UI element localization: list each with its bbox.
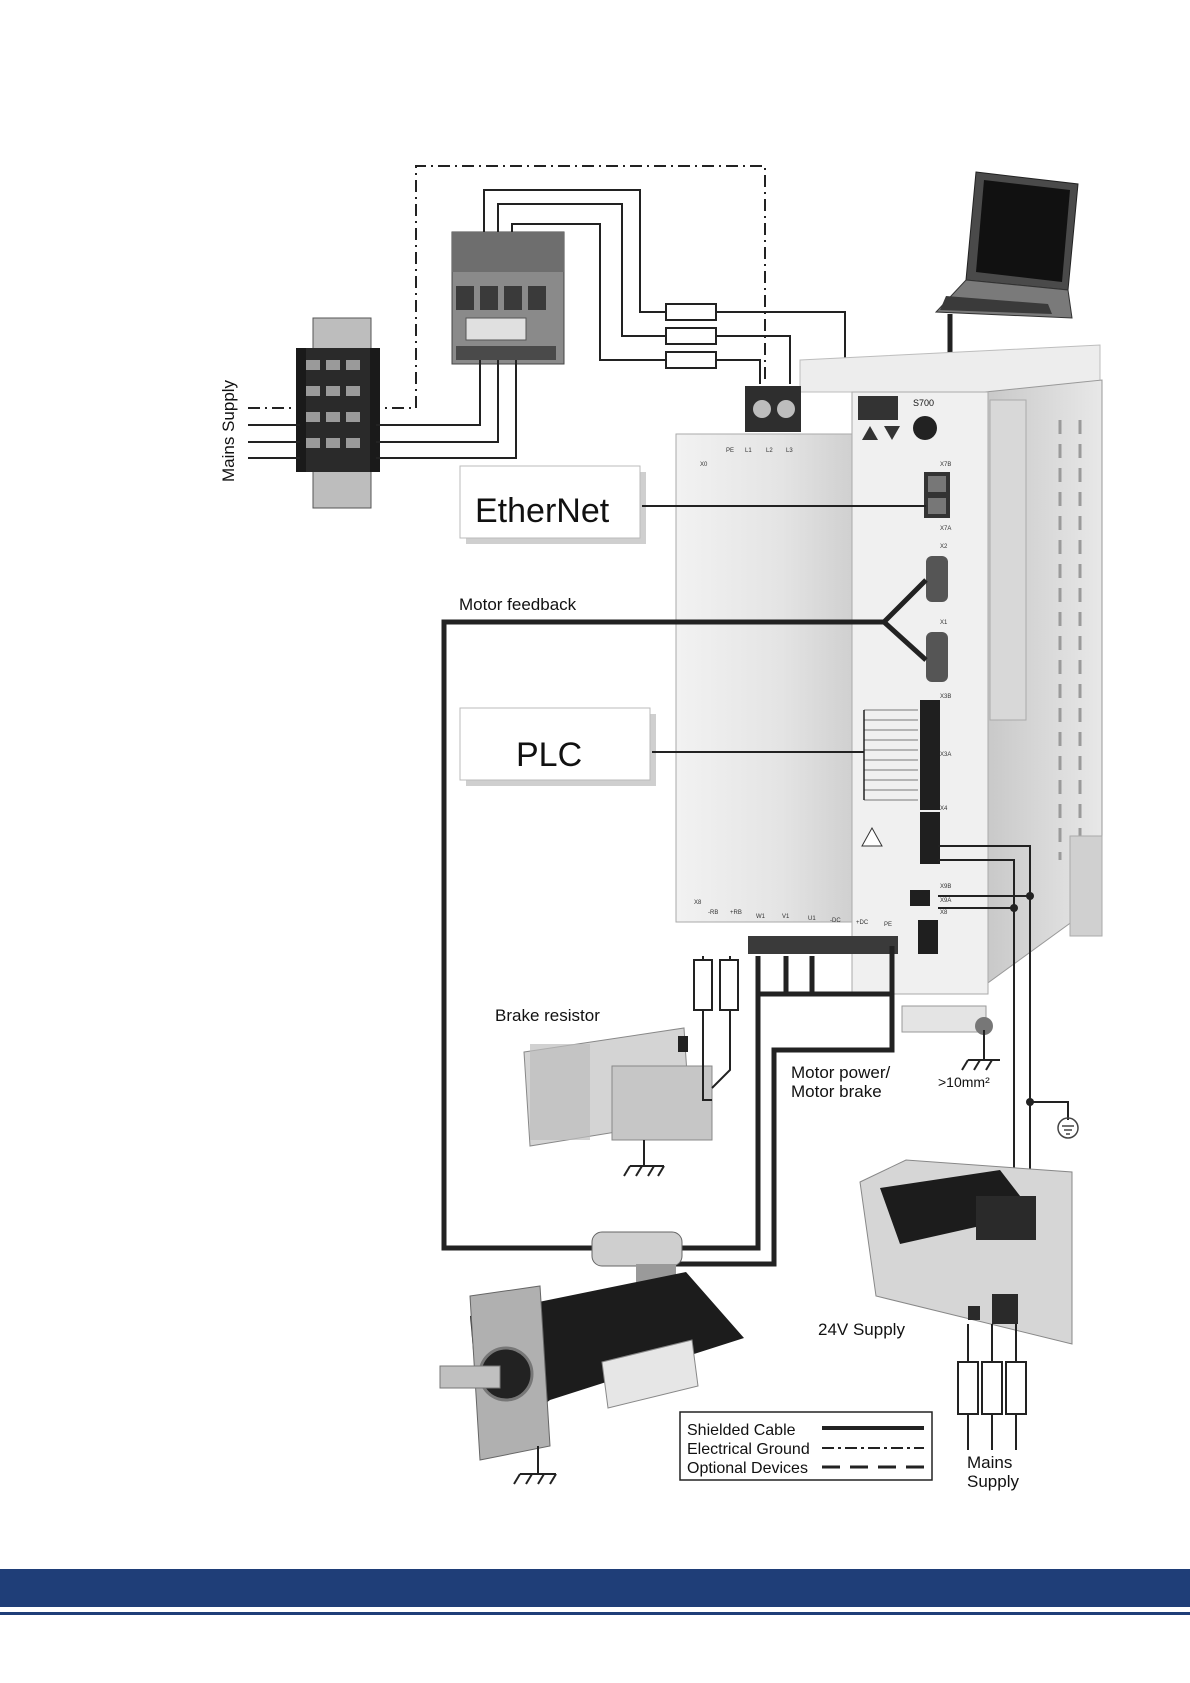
motor-feedback-label: Motor feedback	[459, 595, 577, 614]
drive-model: S700	[913, 398, 934, 408]
legend: Shielded Cable Electrical Ground Optiona…	[680, 1412, 932, 1480]
conn-pe: PE	[726, 448, 734, 454]
conn-x9b: X9B	[940, 884, 951, 890]
laptop	[936, 172, 1078, 318]
plc-box: PLC	[460, 708, 656, 786]
conn-x4: X4	[940, 806, 948, 812]
junction-dot-2	[1010, 904, 1018, 912]
earth-ground-symbol	[1058, 1118, 1078, 1138]
contactor	[452, 232, 564, 364]
conn-l2: L2	[766, 448, 773, 454]
brake-resistor-ground	[624, 1140, 664, 1176]
conn-dc-plus: +DC	[856, 920, 869, 926]
conn-x7b: X7B	[940, 462, 951, 468]
mains-supply-label-right-1: Mains	[967, 1453, 1012, 1472]
mains-supply-label-left: Mains Supply	[219, 379, 238, 482]
conn-x9a: X9A	[940, 898, 951, 904]
legend-electrical-ground: Electrical Ground	[687, 1441, 810, 1458]
ground-section-label: >10mm²	[938, 1074, 990, 1090]
conn-l1: L1	[745, 448, 752, 454]
conn-u: U1	[808, 916, 816, 922]
terminal-block	[296, 318, 380, 508]
motor-power-label-2: Motor brake	[791, 1082, 882, 1101]
drive-ground	[962, 1030, 1000, 1070]
plc-label: PLC	[516, 736, 582, 774]
conn-rb-plus: +RB	[730, 910, 742, 916]
footer-band	[0, 1569, 1190, 1607]
conn-x1: X1	[940, 620, 948, 626]
conn-x2: X2	[940, 544, 948, 550]
mains-input-lines	[248, 425, 300, 458]
supply-24v-label: 24V Supply	[818, 1320, 905, 1339]
legend-shielded-cable: Shielded Cable	[687, 1422, 796, 1439]
psu-fuses	[958, 1362, 1026, 1414]
mains-supply-label-right-2: Supply	[967, 1472, 1019, 1491]
conn-dc-minus: -DC	[830, 918, 841, 924]
line-fuses	[666, 304, 716, 368]
conn-v: V1	[782, 914, 790, 920]
conn-w: W1	[756, 914, 766, 920]
conn-x3a: X3A	[940, 752, 951, 758]
conn-x8-label: X8	[694, 900, 702, 906]
conn-x7a: X7A	[940, 526, 951, 532]
motor-power-label-1: Motor power/	[791, 1063, 890, 1082]
footer-rule	[0, 1612, 1190, 1615]
brake-fuses	[694, 960, 738, 1010]
junction-dot-1	[1026, 892, 1034, 900]
legend-optional-devices: Optional Devices	[687, 1460, 808, 1477]
power-supply-24v	[860, 1160, 1072, 1344]
servo-drive: S700	[676, 345, 1102, 1035]
brake-resistor	[524, 1028, 712, 1146]
conn-x0: X0	[700, 462, 708, 468]
conn-x8: X8	[940, 910, 948, 916]
conn-x3b: X3B	[940, 694, 951, 700]
ethernet-label: EtherNet	[475, 492, 610, 530]
ethernet-box: EtherNet	[460, 466, 646, 544]
conn-pe2: PE	[884, 922, 892, 928]
conn-rb-minus: -RB	[708, 910, 718, 916]
conn-l3: L3	[786, 448, 793, 454]
junction-dot-3	[1026, 1098, 1034, 1106]
brake-resistor-label: Brake resistor	[495, 1006, 600, 1025]
